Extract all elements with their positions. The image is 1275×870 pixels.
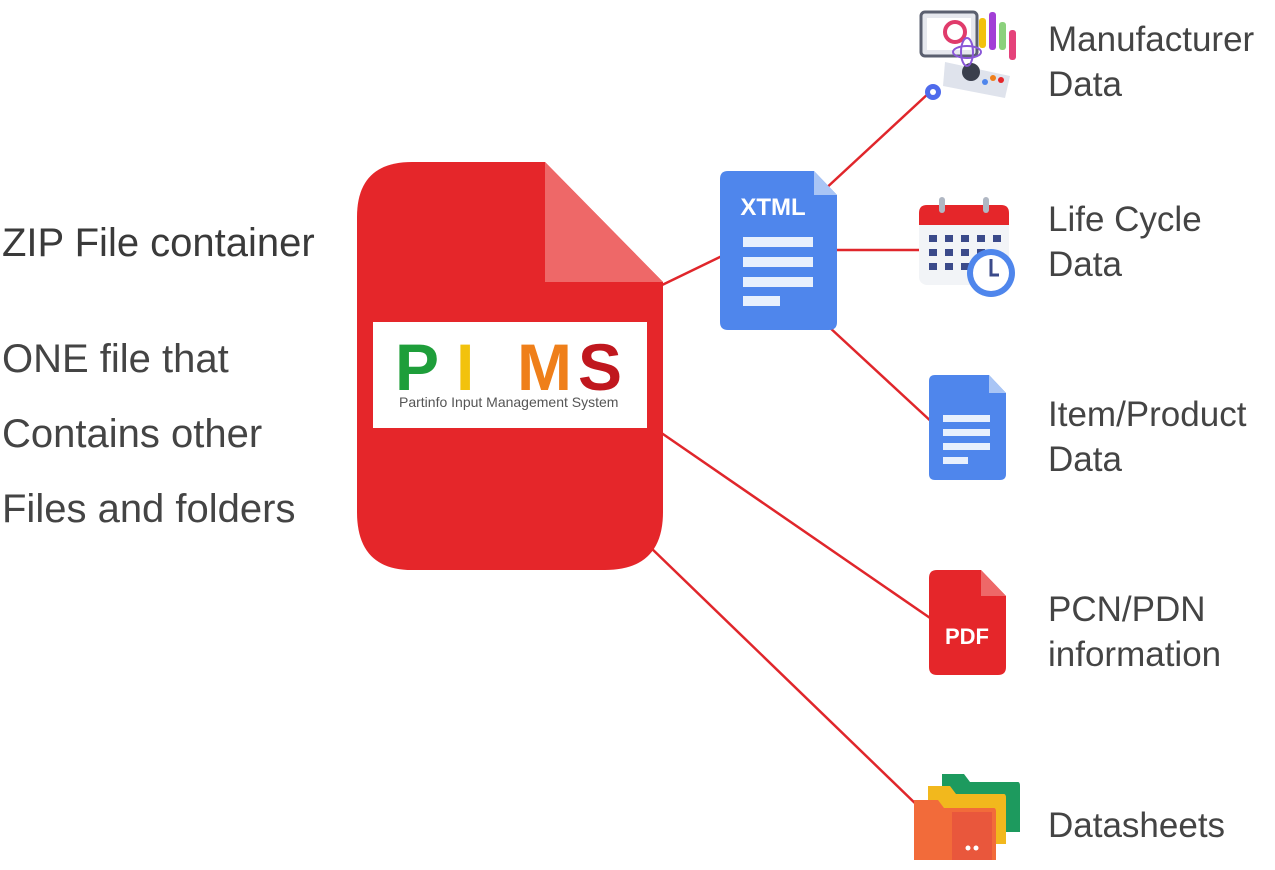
- logo-letter-i: I: [456, 330, 475, 404]
- lifecycle-label-line2: Data: [1048, 245, 1122, 284]
- folders-icon: [914, 774, 1020, 860]
- xtml-document-icon: [720, 171, 837, 330]
- manufacturer-label-line2: Data: [1048, 65, 1122, 104]
- datasheets-label: Datasheets: [1048, 803, 1225, 848]
- item-label-line2: Data: [1048, 440, 1122, 479]
- connector-zip-to-xtml: [659, 254, 723, 288]
- pcn-pdn-info-label: PCN/PDN information: [1048, 587, 1221, 677]
- connector-xtml-to-manufacturer: [821, 91, 931, 193]
- pdf-document-icon: [929, 570, 1006, 675]
- logo-letter-m: M: [517, 330, 572, 404]
- life-cycle-data-label: Life Cycle Data: [1048, 197, 1202, 287]
- pcn-label-line2: information: [1048, 635, 1222, 674]
- datasheets-label-line1: Datasheets: [1048, 806, 1226, 845]
- logo-letter-p: P: [395, 330, 440, 404]
- calendar-clock-icon: [919, 197, 1015, 297]
- connector-xtml-to-item: [827, 325, 936, 426]
- item-product-data-label: Item/Product Data: [1048, 392, 1246, 482]
- logo-subtitle: Partinfo Input Management System: [399, 394, 619, 410]
- pdf-label: PDF: [945, 624, 989, 649]
- item-document-icon: [929, 375, 1006, 480]
- xtml-label: XTML: [740, 194, 806, 221]
- description-line-1: ONE file that: [2, 337, 229, 381]
- item-label-line1: Item/Product: [1048, 395, 1247, 434]
- manufacturer-dashboard-icon: [919, 10, 1016, 100]
- description-line-2: Contains other: [2, 412, 263, 456]
- logo-letter-s: S: [578, 330, 623, 404]
- manufacturer-data-label: Manufacturer Data: [1048, 17, 1254, 107]
- pcn-label-line1: PCN/PDN: [1048, 590, 1206, 629]
- description-line-3: Files and folders: [2, 487, 296, 531]
- lifecycle-label-line1: Life Cycle: [1048, 200, 1202, 239]
- connector-zip-to-datasheets: [647, 544, 921, 809]
- connector-zip-to-pcn: [659, 430, 934, 622]
- diagram-title: ZIP File container: [2, 221, 315, 265]
- manufacturer-label-line1: Manufacturer: [1048, 20, 1255, 59]
